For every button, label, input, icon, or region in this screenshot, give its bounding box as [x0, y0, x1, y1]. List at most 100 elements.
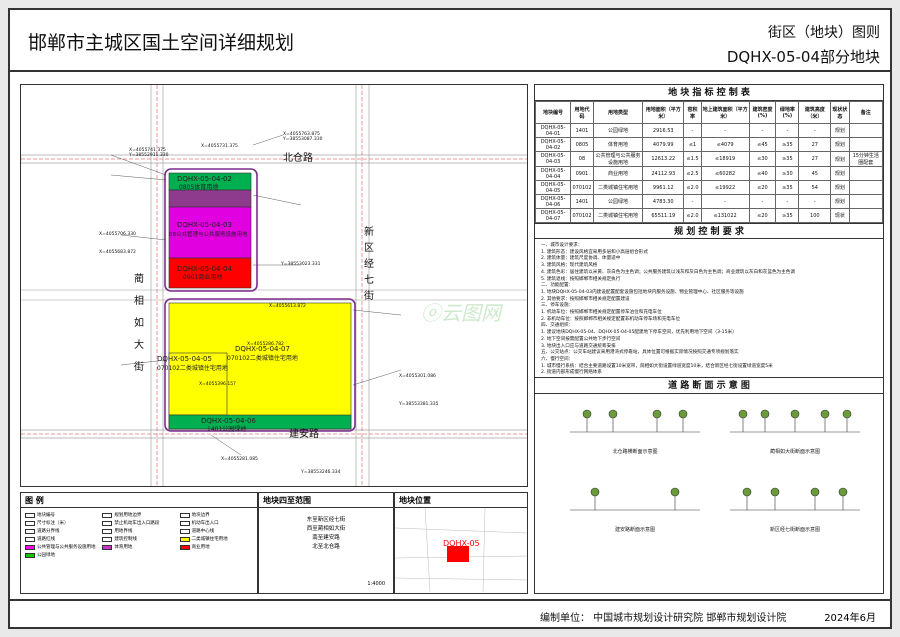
table-header: 现状状态	[830, 101, 850, 124]
right-panel: 地 块 指 标 控 制 表 地块编号用地代码用地类型用地面积（平方米）容积率地上…	[534, 84, 884, 594]
table-cell: 4079.99	[642, 137, 685, 152]
surroundings-title: 地块四至范围	[259, 493, 393, 508]
requirement-line: 1. 城市慢行系统：结合主要道路设置10米宽带，荫相如大街设置绿道宽度10米，结…	[541, 363, 773, 369]
lower-block-outline	[164, 298, 356, 432]
section-2: 蔺相如大街断面示意图	[725, 400, 865, 455]
table-cell: 15分钟生活圈配套	[848, 151, 883, 167]
parcel-label-06: DQHX-05-04-06	[201, 417, 256, 425]
legend-swatch	[179, 520, 190, 526]
legend-swatch	[102, 544, 113, 550]
header: 邯郸市主城区国土空间详细规划 街区（地块）图则 DQHX-05-04部分地块	[10, 10, 890, 72]
table-cell: ≤45	[748, 137, 777, 152]
requirement-line: 六、慢行空间：	[541, 356, 574, 362]
legend-item: 公园绿地	[25, 552, 98, 558]
requirement-line: 2. 地下空间按需配置公共地下步行空间	[541, 336, 621, 342]
coord-label: X=4055763.875	[283, 131, 320, 137]
requirement-line: 2. 非机动车位：按照邯郸市相关规定配置非机动车停车场和充电车位	[541, 316, 681, 322]
map-drawing: X=4055741.375 Y=38552911.330 X=4055731.3…	[21, 85, 527, 486]
table-cell: 二类城镇住宅用地	[592, 180, 644, 195]
legend-item: 道路分界线	[25, 528, 98, 534]
legend-item: 建筑控制线	[102, 536, 175, 542]
requirement-line: 1. 建议地块DQHX-05-04、DQHX-05-04-05配建地下停车空间，…	[541, 330, 737, 336]
legend-item: 地块边界	[179, 512, 253, 518]
table-cell: DQHX-05-04-03	[534, 151, 572, 167]
plan-code: DQHX-05-04部分地块	[726, 48, 880, 66]
table-cell: 100	[798, 208, 832, 223]
table-cell: 规划	[830, 166, 850, 181]
table-cell: ≤1	[683, 137, 702, 152]
svg-text:如: 如	[132, 316, 144, 328]
table-cell	[848, 194, 883, 209]
table-cell: 规划	[830, 194, 850, 209]
parcel-label-05: DQHX-05-04-05	[157, 355, 212, 363]
table-header: 地块编号	[534, 101, 572, 124]
table-cell	[848, 208, 883, 223]
surroundings-line: 西至蔺相如大街	[306, 526, 346, 532]
table-cell: 12613.22	[642, 151, 685, 167]
table-cell: ≤19922	[700, 180, 750, 195]
parcel-label-02: DQHX-05-04-02	[177, 175, 232, 183]
table-cell: 9961.12	[642, 180, 685, 195]
table-cell: 27	[798, 151, 832, 167]
legend-item: 用地界线	[102, 528, 175, 534]
legend-title: 图 例	[21, 493, 257, 508]
upper-block-outline	[164, 168, 258, 292]
footer: 编制单位： 中国城市规划设计研究院 邯郸市规划设计院 2024年6月	[10, 599, 890, 627]
parcel-type-06: 1401公园绿地	[207, 425, 246, 433]
svg-text:相: 相	[132, 294, 144, 305]
legend-swatch	[179, 536, 190, 542]
table-cell: 65511.19	[642, 208, 685, 223]
table-cell: 商业用地	[592, 166, 644, 181]
requirement-line: 1. 机动车位：按照邯郸市相关规定配置停车泊位和充电车位	[541, 310, 662, 316]
legend-item: 地块编号	[25, 512, 98, 518]
surroundings-line: 北至北仓路	[312, 544, 340, 550]
parcel-type-04: 0901商业用地	[183, 273, 222, 281]
requirement-line: 2. 街道内部形成慢行网络体系	[541, 370, 602, 376]
table-cell	[848, 180, 883, 195]
section-4: 新区经七街断面示意图	[725, 478, 865, 533]
table-cell	[848, 123, 883, 138]
table-cell: ≤60282	[700, 166, 750, 181]
location-marker	[447, 546, 469, 562]
surroundings-line: 东至新区经七街	[306, 517, 346, 523]
location-map: DQHX-05	[394, 507, 528, 593]
parcel-label-04: DQHX-05-04-04	[177, 265, 232, 273]
section-label: 蔺相如大街断面示意图	[769, 449, 820, 455]
table-cell: 54	[798, 180, 832, 195]
coord-label: Y=38553087.330	[282, 136, 323, 142]
legend-swatch	[25, 544, 35, 550]
coord-label: X=4055731.375	[201, 143, 238, 149]
table-cell: 45	[798, 166, 832, 181]
table-cell: 公园绿地	[592, 194, 644, 209]
requirement-line: 3. 建筑风格：现代建筑风格	[541, 263, 598, 269]
table-header: 用地类型	[592, 101, 644, 124]
table-header: 绿地率(%)	[775, 101, 800, 124]
table-cell: 规划	[830, 151, 850, 167]
coord-label: X=4055706.330	[99, 231, 136, 237]
svg-text:区: 区	[364, 242, 374, 254]
table-cell: ≤18919	[700, 151, 750, 167]
legend-swatch	[25, 528, 35, 534]
requirement-line: 5. 建筑退线：按照邯郸市相关规定执行	[541, 276, 621, 282]
parcel-type-02: 0805体育用地	[179, 183, 218, 191]
table-header: 建筑高度（米）	[798, 101, 832, 124]
coord-label: X=4055301.086	[399, 373, 436, 379]
table-cell: ≥30	[775, 166, 800, 181]
parcel-label-07: DQHX-05-04-07	[235, 345, 290, 353]
site-map: X=4055741.375 Y=38552911.330 X=4055731.3…	[20, 84, 528, 487]
requirement-line: 3. 地块出入口应与道路交通统筹安排	[541, 343, 616, 349]
table-cell: -	[683, 194, 702, 209]
table-cell: 08	[570, 151, 594, 167]
requirement-line: 4. 建筑色彩：居住建筑以米黄、灰白色为主色调；公共服务建筑以浅灰和灰白色为主色…	[541, 269, 795, 275]
legend-swatch	[179, 544, 190, 550]
section-3: 建安路断面示意图	[565, 478, 705, 533]
svg-text:经: 经	[364, 257, 374, 270]
location-panel: 地块位置 DQHX-05	[394, 492, 528, 594]
requirement-line: 2. 建筑体量：建筑尺度协调、体量适中	[541, 256, 621, 262]
plan-subtitle: 街区（地块）图则	[768, 25, 880, 41]
parcel-type-05: 070102二类城镇住宅用地	[157, 364, 228, 372]
table-cell	[848, 166, 883, 181]
